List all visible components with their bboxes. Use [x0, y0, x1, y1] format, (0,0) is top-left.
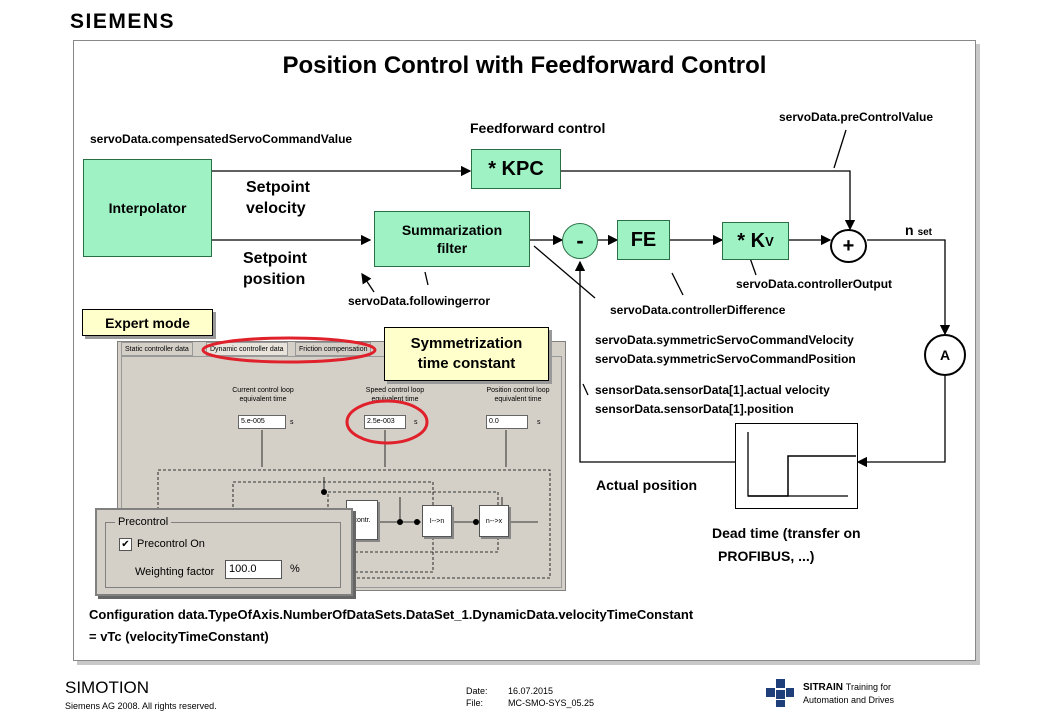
feedforward-label: Feedforward control — [470, 120, 606, 136]
controller-difference-label: servoData.controllerDifference — [610, 303, 786, 317]
sitrain-subtitle: Automation and Drives — [803, 695, 895, 705]
dead-time-block — [735, 423, 858, 509]
symmetrization-label: Symmetrization time constant — [384, 327, 549, 381]
position-loop-label: Position control loop equivalent time — [486, 387, 550, 403]
precontrol-checkbox[interactable]: ✔ — [119, 538, 132, 551]
tab-static-controller[interactable]: Static controller data — [121, 342, 193, 356]
sum-junction: + — [830, 229, 867, 263]
position-loop-input[interactable]: 0.0 — [486, 415, 528, 429]
feedback-line — [574, 260, 735, 463]
interpolator-block: Interpolator — [83, 159, 212, 257]
weighting-factor-unit: % — [290, 563, 300, 575]
sitrain-logo-icon — [766, 679, 794, 707]
actual-position-label: Actual position — [596, 477, 698, 493]
current-loop-label: Current control loop equivalent time — [232, 387, 294, 403]
precontrol-value-label: servoData.preControlValue — [779, 110, 934, 124]
dead-time-label: Dead time (transfer on PROFIBUS, ...) — [712, 525, 861, 564]
compensated-value-label: servoData.compensatedServoCommandValue — [90, 132, 353, 146]
sensor-data-labels: sensorData.sensorData[1].actual velocity… — [595, 383, 830, 416]
copyright: Siemens AG 2008. All rights reserved. — [65, 701, 217, 711]
i-to-n-block: I-->n — [422, 505, 452, 537]
summarization-filter-block: Summarization filter — [374, 211, 530, 267]
weighting-factor-label: Weighting factor — [135, 566, 215, 578]
current-loop-input[interactable]: 5.e-005 — [238, 415, 286, 429]
kpc-block: * KPC — [471, 149, 561, 189]
difference-junction: - — [562, 223, 598, 259]
controller-output-label: servoData.controllerOutput — [736, 277, 893, 291]
product-name: SIMOTION — [65, 678, 150, 697]
date-label: Date: — [466, 686, 488, 696]
symmetric-servo-labels: servoData.symmetricServoCommandVelocity … — [595, 333, 856, 366]
dead-time-step-icon — [747, 432, 856, 497]
sitrain-label: SITRAIN Training for — [803, 682, 891, 693]
kpc-to-plus-line — [561, 170, 856, 231]
plus-to-amp-line — [867, 239, 951, 336]
amplifier-block: A — [924, 334, 966, 376]
date-value: 16.07.2015 — [508, 686, 554, 696]
setpoint-position-label: Setpoint position — [243, 250, 307, 288]
setpoint-velocity-label: Setpoint velocity — [246, 179, 310, 217]
siemens-logo: SIEMENS — [70, 10, 176, 33]
precontrol-checkbox-label: Precontrol On — [137, 538, 205, 550]
weighting-factor-input[interactable]: 100.0 — [225, 560, 282, 579]
expert-mode-label: Expert mode — [82, 309, 213, 336]
following-error-label: servoData.followingerror — [348, 294, 491, 308]
file-label: File: — [466, 698, 484, 708]
fe-block: FE — [617, 220, 670, 260]
slide-title: Position Control with Feedforward Contro… — [282, 52, 767, 79]
precontrol-group-title: Precontrol — [115, 516, 172, 528]
precontrol-dialog: Precontrol ✔ Precontrol On Weighting fac… — [95, 508, 353, 596]
configuration-text: Configuration data.TypeOfAxis.NumberOfDa… — [89, 607, 694, 644]
amp-to-deadtime-line — [856, 376, 946, 468]
n-to-x-block: n-->x — [479, 505, 509, 537]
file-value: MC-SMO-SYS_05.25 — [508, 698, 595, 708]
